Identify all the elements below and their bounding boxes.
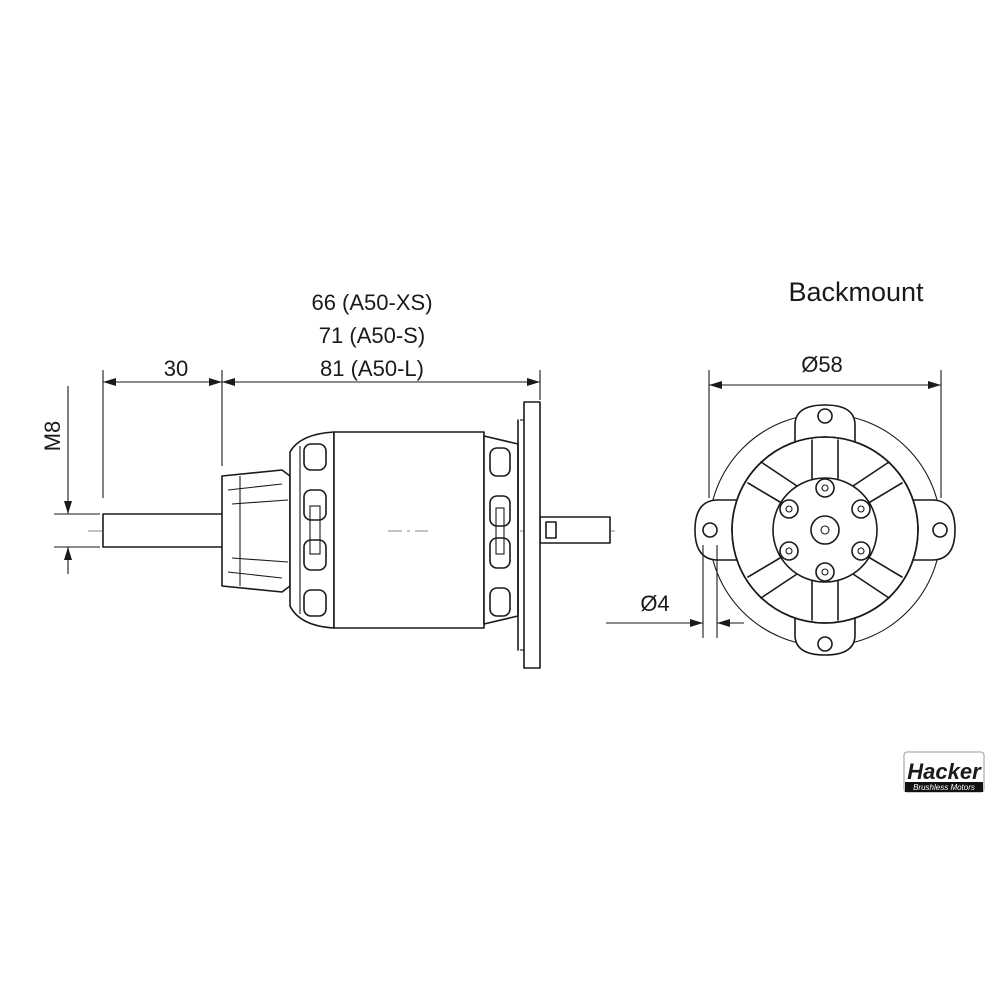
dimension-30 bbox=[102, 370, 223, 498]
mount-hole-bottom bbox=[817, 636, 833, 652]
motor-can bbox=[333, 431, 485, 629]
rear-section bbox=[483, 435, 519, 625]
logo-tagline: Brushless Motors bbox=[913, 783, 975, 792]
center-shaft bbox=[810, 515, 840, 545]
dimension-length bbox=[222, 370, 541, 400]
length-s-label: 71 (A50-S) bbox=[319, 323, 425, 348]
mount-hole-top bbox=[817, 408, 833, 424]
front-bell bbox=[289, 431, 335, 629]
logo-brand: Hacker bbox=[907, 759, 982, 784]
dimension-30-label: 30 bbox=[164, 356, 188, 381]
hole-label: Ø4 bbox=[640, 591, 669, 616]
prop-adapter bbox=[221, 469, 291, 593]
motor-back-view: Backmount Ø58 bbox=[606, 277, 956, 656]
dimension-4 bbox=[606, 545, 744, 638]
hacker-logo: Hacker Brushless Motors bbox=[903, 751, 985, 793]
length-l-label: 81 (A50-L) bbox=[320, 356, 424, 381]
backmount-title: Backmount bbox=[788, 277, 924, 307]
motor-side-view: 30 66 (A50-XS) 71 (A50-S) 81 (A50-L) M8 bbox=[40, 290, 620, 669]
length-xs-label: 66 (A50-XS) bbox=[311, 290, 432, 315]
flange-spokes bbox=[747, 439, 903, 621]
mount-hole-left bbox=[702, 522, 718, 538]
front-shaft bbox=[102, 513, 226, 548]
dimension-m8 bbox=[54, 386, 100, 574]
diameter-label: Ø58 bbox=[801, 352, 843, 377]
thread-label: M8 bbox=[40, 421, 65, 452]
dimension-58 bbox=[708, 370, 942, 498]
hub-screws bbox=[779, 478, 871, 582]
mount-hole-right bbox=[932, 522, 948, 538]
backmount-flange bbox=[523, 401, 541, 669]
